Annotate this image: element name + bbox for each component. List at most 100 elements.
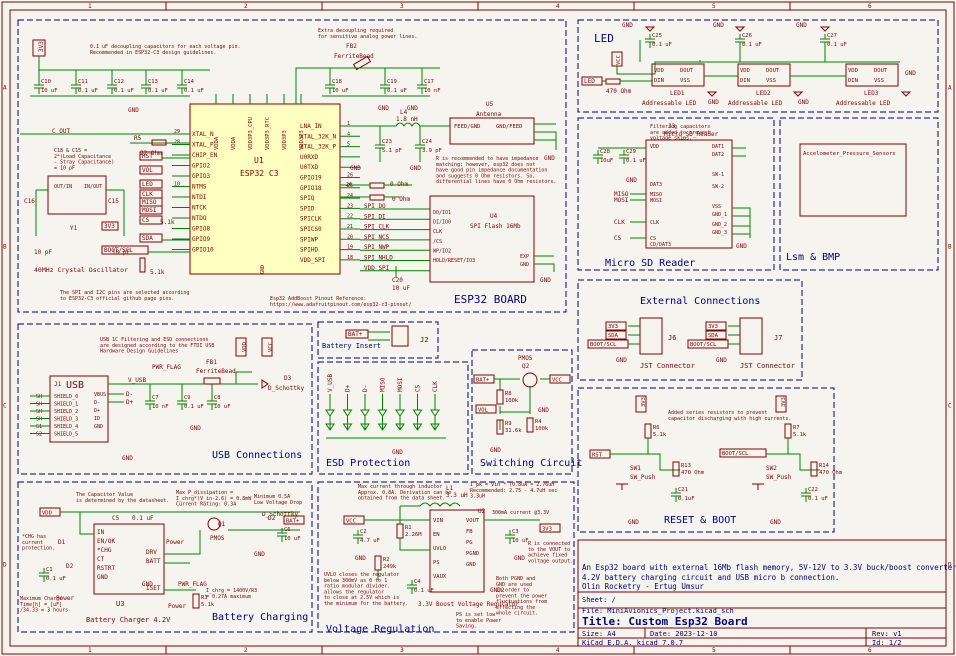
y1-crystal-symbol	[47, 175, 107, 215]
chg-u3-right-0: DRV	[146, 549, 157, 556]
led-0-pin-1: DOUT	[680, 68, 694, 74]
chg-cap-note-line-0: The Capacitor Value	[76, 492, 133, 498]
esp32-gnd-label-2: GND	[378, 105, 389, 112]
reset-r7-ref: R7	[793, 425, 800, 431]
vreg-u2-right-3: PGND	[466, 551, 479, 557]
vreg-u2-right-0: VOUT	[466, 518, 480, 524]
led-0-pin-2: DIN	[654, 78, 664, 84]
led-vcc-label: VCC	[616, 55, 622, 65]
group-usb-title: USB Connections	[212, 450, 302, 461]
rev-label: Rev: v1	[872, 630, 902, 638]
chg-d1: D1	[58, 539, 66, 546]
battery-flag	[345, 329, 369, 339]
u1-right-pin-num-12: 19	[347, 245, 353, 251]
u1-left-pin-8: NTDO	[192, 215, 207, 222]
usb-note-line-0: USB 1C Filtering and ESD connections	[100, 337, 208, 343]
usb-pin-right-2: D+	[94, 408, 100, 414]
usb-d3-ref: D3	[284, 375, 292, 382]
u1-label-box-cs	[139, 215, 163, 225]
led-gnd-top-1: GND	[622, 22, 633, 29]
sd-nets	[598, 147, 751, 238]
chg-pmos-note-line-0: Max P_dissipation =	[176, 490, 233, 496]
vreg-3v3-flag	[539, 523, 561, 533]
r22-ref: R5	[134, 135, 142, 142]
esd-net-3: MISO	[380, 377, 387, 392]
vreg-r1-ref: R1	[405, 525, 412, 531]
vreg-current-note: 300mA current @3.3V	[492, 510, 549, 516]
led-1-pin-2: DIN	[740, 78, 750, 84]
sd-right-pin-4: VSS	[712, 204, 721, 210]
u1-ref: U1	[254, 156, 264, 165]
chg-c6-value: 10 uF	[284, 536, 301, 542]
border-col-top-4: 5	[712, 3, 716, 10]
chg-nets	[60, 511, 300, 591]
reset-gnd-2: GND	[770, 519, 781, 526]
led-2-gnd	[900, 91, 912, 97]
vreg-r2-value: 249k	[383, 564, 397, 570]
ext-j6-ref: J6	[668, 334, 676, 342]
sw-vol-flag	[475, 404, 497, 414]
led-2-pin-1: DOUT	[874, 68, 888, 74]
led-gnd-3: GND	[905, 70, 916, 77]
esp32-cap-7-ref: C17	[424, 79, 434, 85]
sd-label-cs: CS	[614, 235, 622, 242]
u4-left-pin-0: DO/IO1	[433, 210, 451, 216]
led-cap-gnd-0	[644, 26, 656, 32]
c16-ref: C16	[24, 198, 35, 205]
zero-ohm-label-2: 0 Ohm	[392, 196, 410, 203]
led-0-ref: LED1	[670, 90, 685, 97]
reset-r7-3v3: 3V3	[781, 397, 787, 407]
battery-net	[368, 331, 390, 341]
c15-ref: C15	[108, 198, 119, 205]
u1-left-pin-1: XTAL_P	[192, 142, 214, 149]
vreg-r2-ref: R2	[383, 557, 390, 563]
group-lsm-title: Lsm & BMP	[786, 252, 840, 263]
lsm-subsheet-label: Accelometer_Pressure_Sensors	[803, 151, 896, 157]
u1-right-pin-num-6: 25	[347, 183, 353, 189]
group-reset	[577, 387, 835, 533]
usb-pin-name-1: SHIELD_1	[54, 402, 78, 408]
description-line-1: An Esp32 board with external 16Mb flash …	[582, 563, 956, 572]
usb-pin-left-4: S1	[36, 424, 42, 430]
title-block: An Esp32 board with external 16Mb flash …	[577, 539, 956, 647]
sd-right-pin-1: DAT2	[712, 152, 724, 158]
vreg-u2-right-1: FB	[466, 529, 473, 535]
chg-u3-ref: U3	[116, 600, 124, 608]
border-col-bottom-5: 6	[868, 647, 872, 654]
reset-sw1-ref: SW1	[630, 465, 641, 472]
esp32-cap-5-ref: C18	[332, 79, 342, 85]
sd-left-pin-5: CS	[650, 236, 656, 242]
vreg-uvlo-note-line-2: ratio modular divider.	[324, 584, 390, 590]
led-2-pin-3: VSS	[874, 78, 884, 84]
led-cap-1-value: 0.1 uF	[742, 42, 762, 48]
chg-chg-note-line-1: current	[22, 540, 43, 546]
u1-label-rst: RST	[142, 153, 153, 160]
chg-u3-value: Battery Charger 4.2V	[86, 616, 171, 624]
border-row-left-2: C	[3, 403, 7, 410]
vreg-pgnd-note-line-0: Both PGND and	[496, 576, 535, 582]
vreg-c2-value: 4.7 uF	[360, 538, 380, 544]
r22-value: 22 Ohm	[140, 150, 162, 157]
border-col-bottom-0: 1	[88, 647, 92, 654]
reset-r6-value: 5.1k	[653, 432, 667, 438]
l4-value: 1.8 nH	[396, 116, 418, 123]
u1-right-pin-num-0: 1	[347, 121, 350, 127]
u5-antenna-symbol	[449, 117, 535, 145]
pinout-ref-text-line-0: Esp32 AddBoost Pinout Reference:	[270, 296, 366, 302]
esp32-cap-5-symbol	[325, 80, 335, 94]
led-0-gnd	[706, 91, 718, 97]
title-block-frame	[577, 539, 947, 647]
r-recommend-note-text-line-1: matching; however, esp32 does not	[436, 162, 535, 168]
u4-right-pin-0: EXP	[520, 254, 529, 260]
led-0-pin-0: VDD	[654, 68, 664, 74]
group-charging-title: Battery Charging	[212, 612, 308, 623]
usb-pin-right-1: D-	[94, 400, 100, 406]
vreg-c3-symbol	[505, 530, 515, 544]
